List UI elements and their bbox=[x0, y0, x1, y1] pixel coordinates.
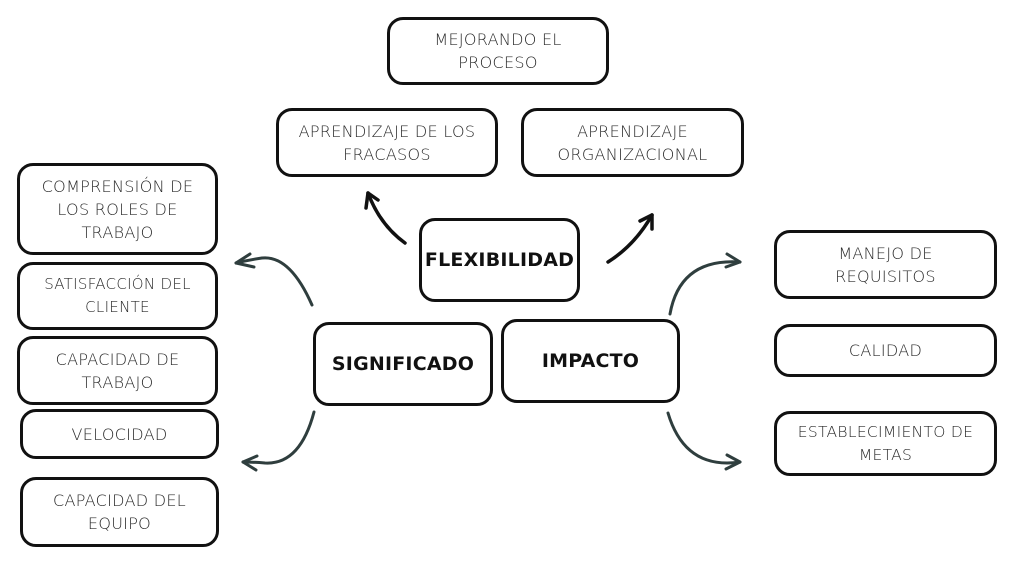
node-label: CALIDAD bbox=[848, 341, 923, 360]
node-aprendizaje-de-los-fracasos: APRENDIZAJE DE LOS FRACASOS bbox=[276, 108, 498, 177]
arrow-impacto-to-requisitos bbox=[668, 252, 742, 316]
node-manejo-requisitos: MANEJO DE REQUISITOS bbox=[774, 230, 997, 299]
node-label: COMPRENSIÓN DE LOS ROLES DE TRABAJO bbox=[41, 176, 194, 242]
node-calidad: CALIDAD bbox=[774, 324, 997, 377]
node-velocidad: VELOCIDAD bbox=[20, 409, 219, 459]
node-impacto: IMPACTO bbox=[501, 319, 680, 403]
node-label: SATISFACCIÓN DEL CLIENTE bbox=[44, 275, 191, 316]
node-label: ESTABLECIMIENTO DE METAS bbox=[797, 422, 974, 464]
node-label: IMPACTO bbox=[541, 349, 640, 372]
node-label: MANEJO DE REQUISITOS bbox=[835, 243, 936, 286]
node-significado: SIGNIFICADO bbox=[313, 322, 493, 406]
arrow-impacto-to-metas bbox=[666, 411, 742, 471]
node-label: VELOCIDAD bbox=[71, 424, 168, 444]
node-label: FLEXIBILIDAD bbox=[424, 248, 575, 271]
node-mejorando-el-proceso: MEJORANDO EL PROCESO bbox=[387, 17, 609, 85]
node-label: MEJORANDO EL PROCESO bbox=[434, 30, 562, 72]
node-satisfaccion-cliente: SATISFACCIÓN DEL CLIENTE bbox=[17, 262, 218, 330]
arrow-flexibilidad-to-fracasos bbox=[364, 191, 407, 245]
arrow-significado-to-left-lower bbox=[241, 410, 316, 472]
node-comprension-roles: COMPRENSIÓN DE LOS ROLES DE TRABAJO bbox=[17, 163, 218, 255]
node-capacidad-equipo: CAPACIDAD DEL EQUIPO bbox=[20, 477, 219, 547]
node-capacidad-trabajo: CAPACIDAD DE TRABAJO bbox=[17, 336, 218, 405]
arrow-flexibilidad-to-organizacional bbox=[606, 213, 654, 264]
node-aprendizaje-organizacional: APRENDIZAJE ORGANIZACIONAL bbox=[521, 108, 744, 177]
node-label: SIGNIFICADO bbox=[331, 352, 475, 375]
node-flexibilidad: FLEXIBILIDAD bbox=[419, 218, 580, 302]
node-label: CAPACIDAD DEL EQUIPO bbox=[53, 491, 186, 533]
node-label: APRENDIZAJE ORGANIZACIONAL bbox=[557, 121, 708, 164]
node-establecimiento-metas: ESTABLECIMIENTO DE METAS bbox=[774, 411, 997, 476]
arrow-significado-to-left-upper bbox=[234, 252, 314, 307]
node-label: CAPACIDAD DE TRABAJO bbox=[55, 349, 180, 392]
node-label: APRENDIZAJE DE LOS FRACASOS bbox=[298, 121, 476, 164]
